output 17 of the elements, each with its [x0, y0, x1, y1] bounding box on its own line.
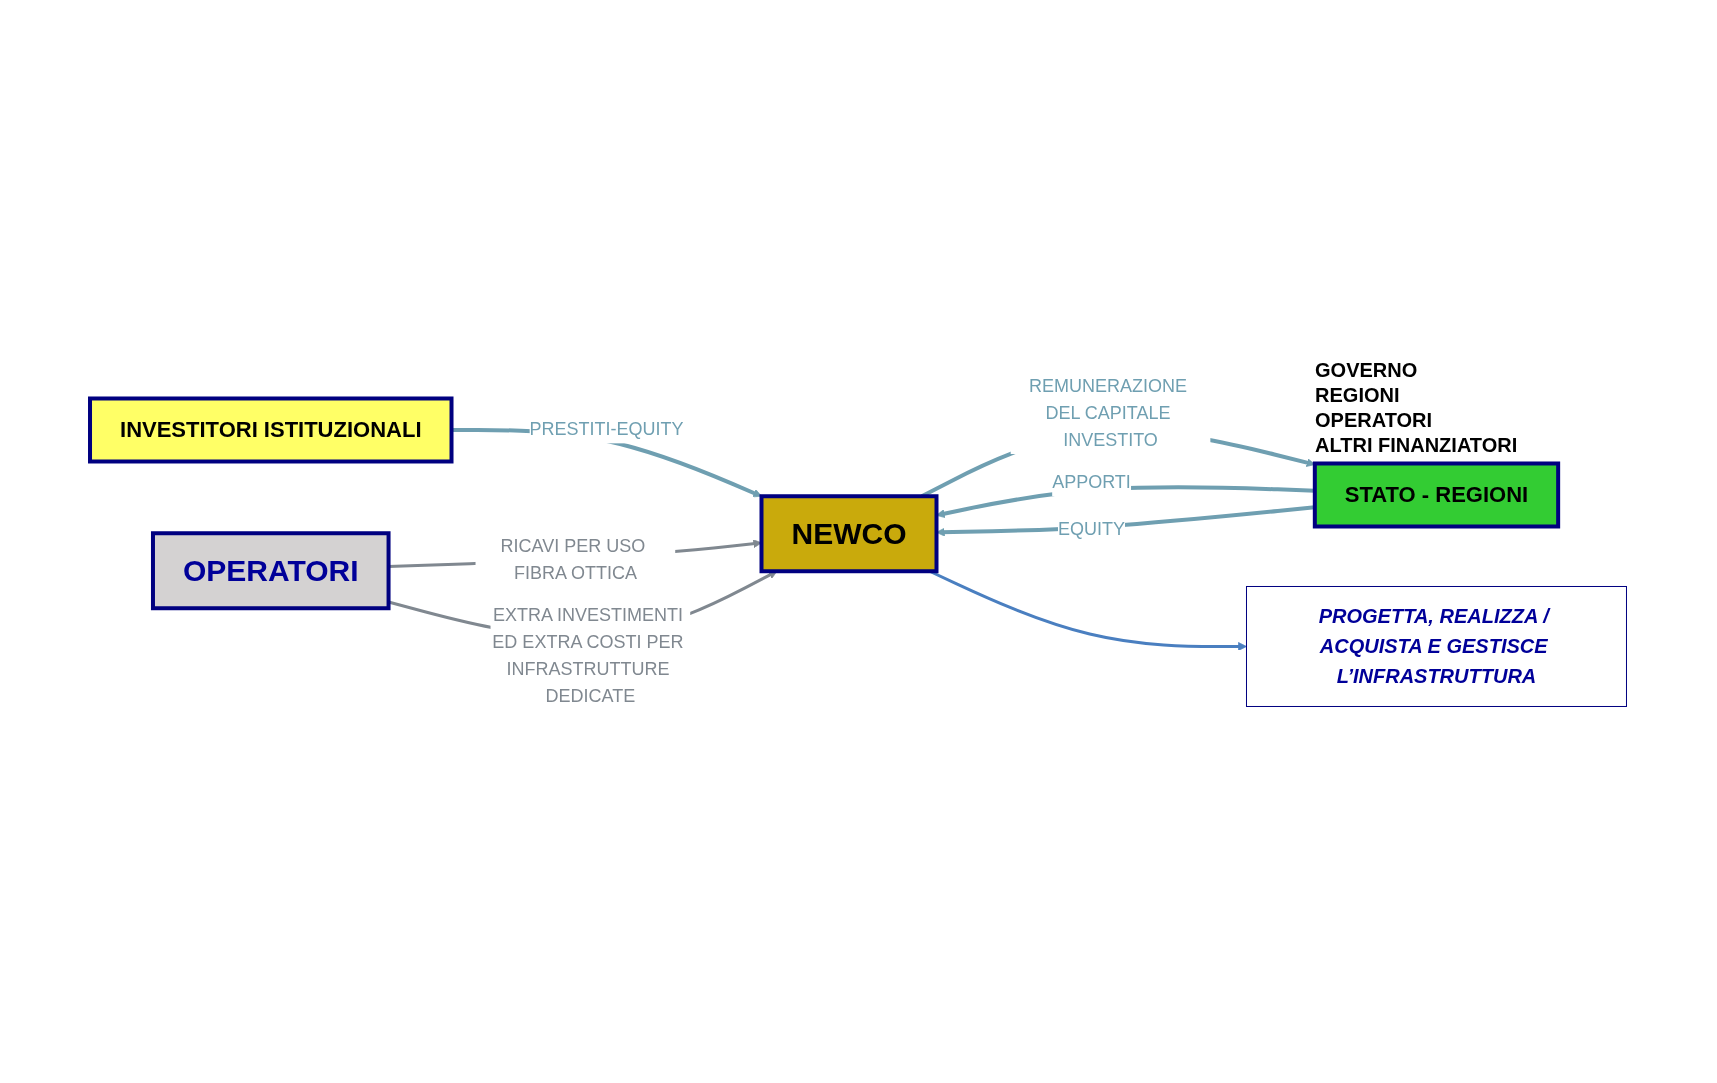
- arrow: [929, 570, 1248, 652]
- node-label: GOVERNO: [1315, 358, 1418, 381]
- edge-label: EXTRA INVESTIMENTI ED EXTRA COSTI PER INFRASTRUTTURE DEDICATE: [492, 604, 684, 706]
- edge-label: REMUNERAZIONE DEL CAPITALE INVESTITO: [1029, 376, 1188, 451]
- node-label: REGIONI: [1315, 383, 1400, 406]
- node-box: INVESTITORI ISTITUZIONALI: [88, 396, 454, 464]
- node-box: NEWCO: [759, 494, 939, 574]
- edge-label: APPORTI: [1052, 472, 1132, 493]
- node-label: ALTRI FINANZIATORI: [1315, 433, 1518, 456]
- node-box: STATO - REGIONI: [1313, 461, 1561, 529]
- edge-label: PRESTITI-EQUITY: [529, 419, 684, 440]
- node-annotation: GOVERNO REGIONI OPERATORI ALTRI FINANZIATORI: [1315, 357, 1518, 458]
- node-box: PROGETTA, REALIZZA / ACQUISTA E GESTISCE L’INFRASTRUTTURA: [1246, 586, 1628, 708]
- node-label: OPERATORI: [1315, 408, 1433, 431]
- edge-label: EQUITY: [1058, 519, 1126, 540]
- edge-label: RICAVI PER USO FIBRA OTTICA: [500, 536, 646, 584]
- node-box: OPERATORI: [151, 531, 391, 611]
